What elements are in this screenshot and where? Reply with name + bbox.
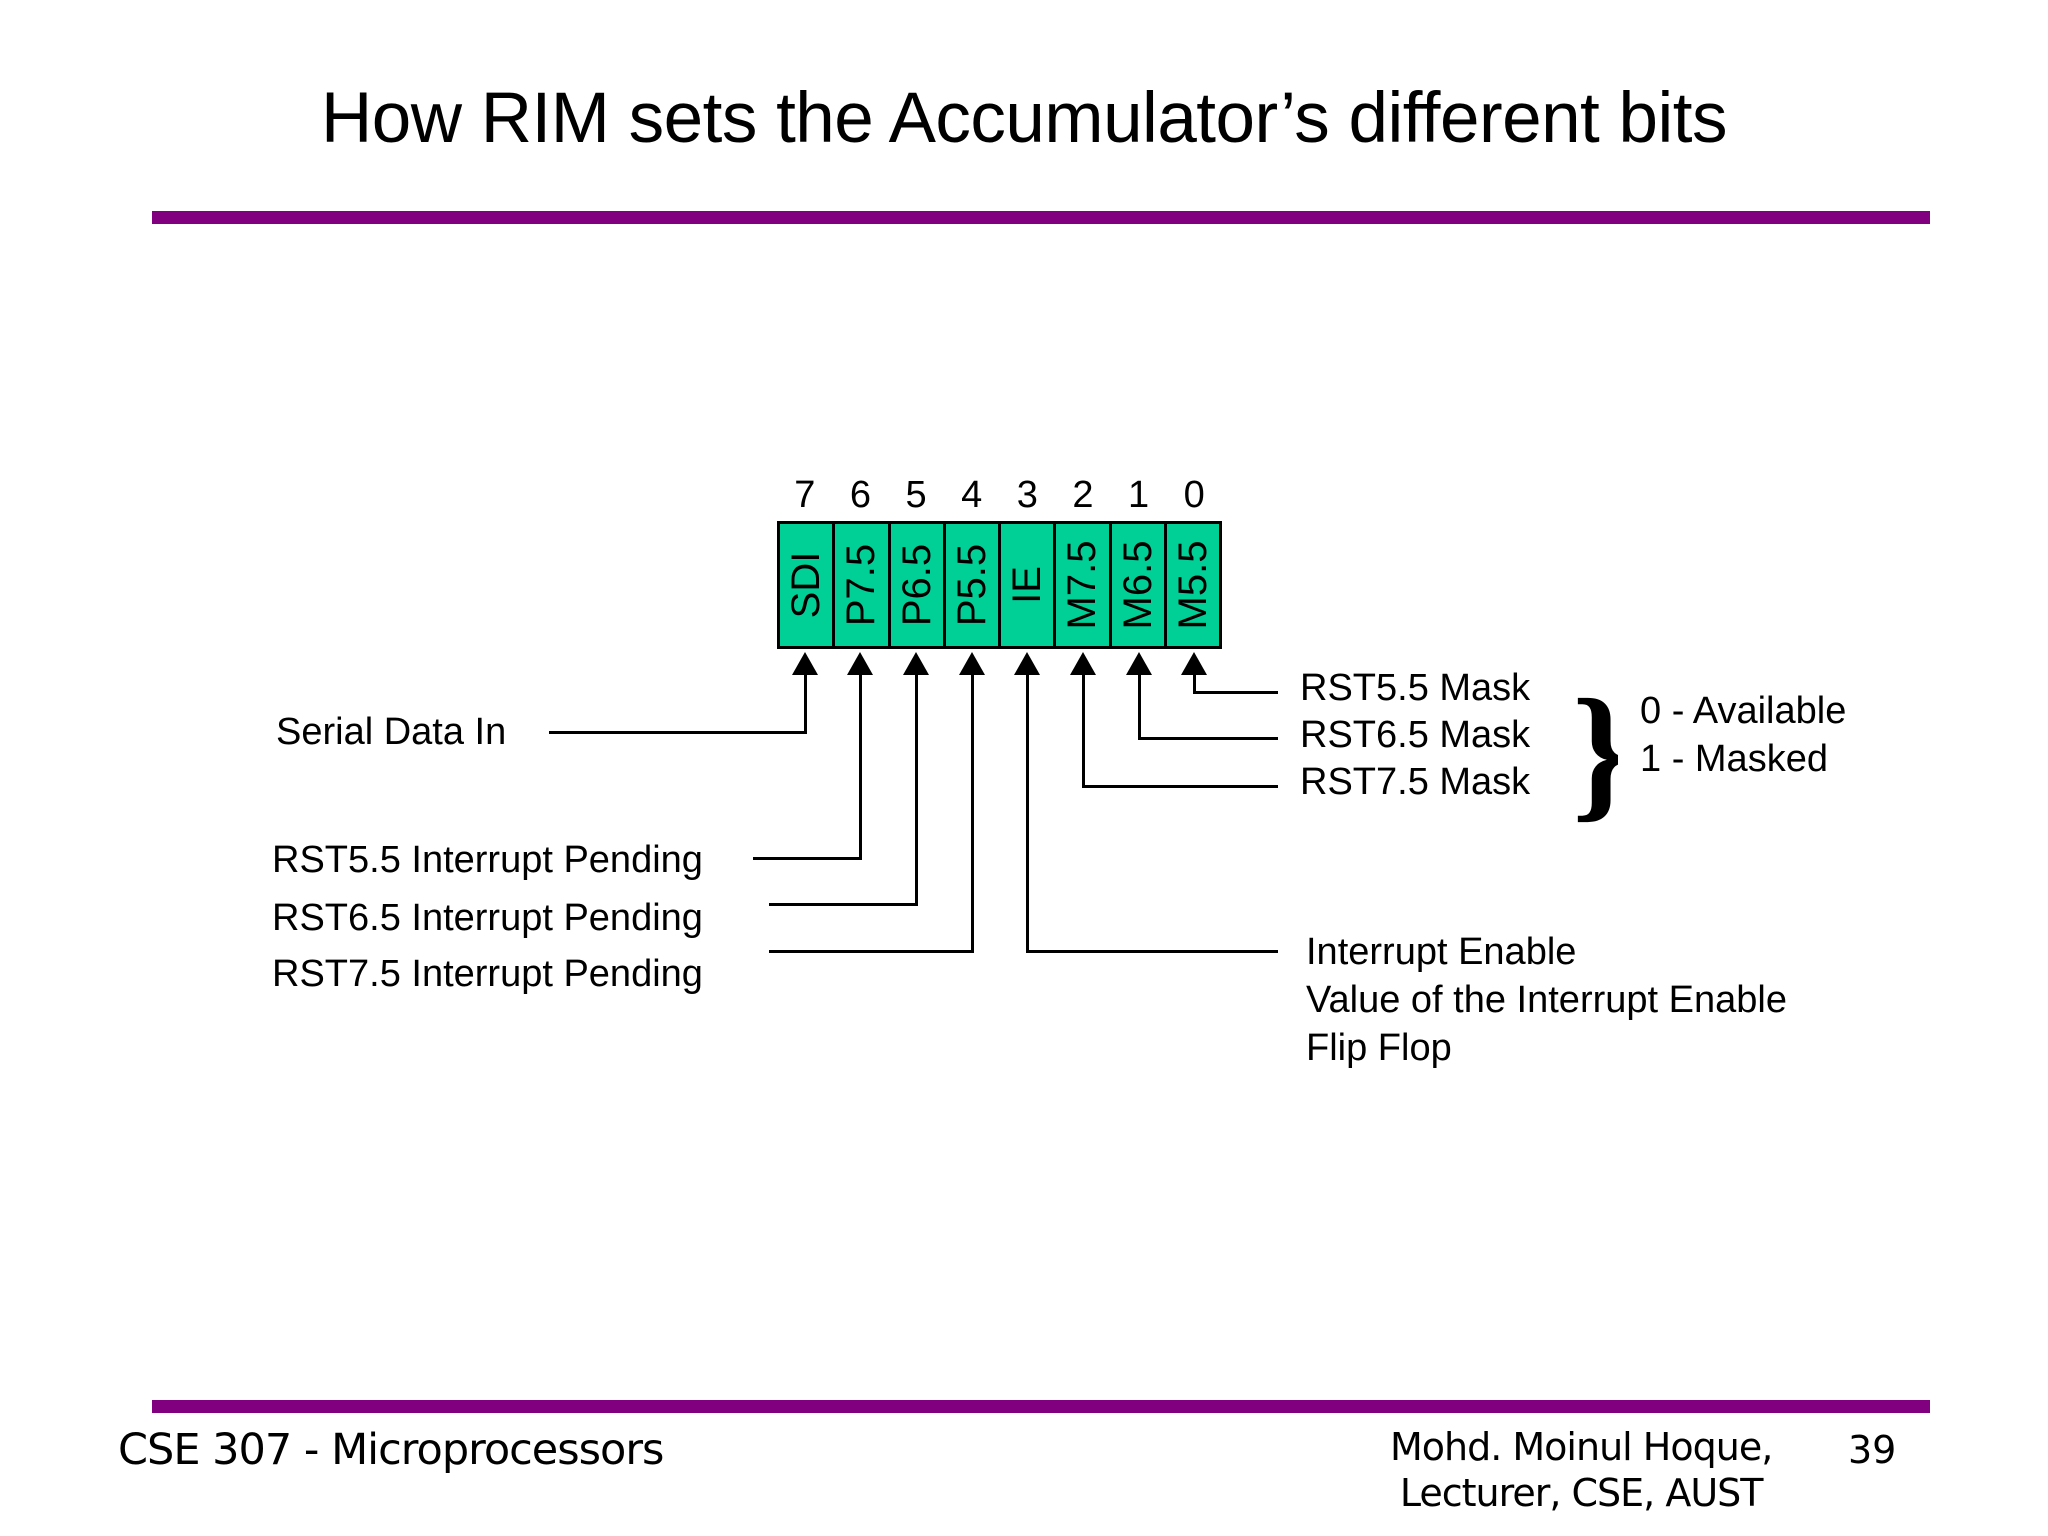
accumulator-register: SDI P7.5 P6.5 P5.5 IE M7.5 M6.5 M5.5 <box>777 521 1222 649</box>
leader-arrow-m55 <box>1181 652 1207 675</box>
bit-number: 7 <box>794 474 816 516</box>
bit-number-row: 7 6 5 4 3 2 1 0 <box>777 474 1222 516</box>
leader-arrow-m75 <box>1070 652 1096 675</box>
bit-number: 2 <box>1072 474 1094 516</box>
leader-vline-m55 <box>1193 672 1196 694</box>
leader-arrow-p65 <box>903 652 929 675</box>
register-cell-sdi: SDI <box>780 524 836 646</box>
register-cell-label: IE <box>1005 566 1050 604</box>
leader-hline-p75 <box>753 857 862 860</box>
leader-vline-p55 <box>971 672 974 953</box>
mask-legend-brace: } <box>1572 676 1618 828</box>
footer-divider-rule <box>152 1400 1930 1413</box>
label-interrupt-enable: Interrupt Enable <box>1306 931 1577 973</box>
leader-hline-m75 <box>1082 785 1278 788</box>
leader-hline-p65 <box>769 903 918 906</box>
footer-course-title: CSE 307 - Microprocessors <box>118 1425 664 1475</box>
label-serial-data-in: Serial Data In <box>276 711 507 753</box>
leader-hline-ie <box>1026 950 1278 953</box>
bit-number: 5 <box>905 474 927 516</box>
leader-vline-p75 <box>859 672 862 860</box>
label-rst75-mask: RST7.5 Mask <box>1300 761 1531 803</box>
leader-arrow-ie <box>1014 652 1040 675</box>
register-cell-label: M6.5 <box>1115 540 1160 630</box>
leader-vline-sdi <box>804 672 807 734</box>
footer-author-name: Mohd. Moinul Hoque, <box>1390 1425 1773 1469</box>
register-cell-label: M5.5 <box>1170 540 1215 630</box>
label-interrupt-enable-value: Value of the Interrupt Enable <box>1306 979 1787 1021</box>
label-rst65-mask: RST6.5 Mask <box>1300 714 1531 756</box>
leader-vline-ie <box>1026 672 1029 953</box>
register-cell-p65: P6.5 <box>890 524 946 646</box>
register-cell-m55: M5.5 <box>1166 524 1219 646</box>
register-cell-p55: P5.5 <box>945 524 1001 646</box>
leader-arrow-p55 <box>959 652 985 675</box>
footer-author-affiliation: Lecturer, CSE, AUST <box>1399 1471 1764 1515</box>
label-rst75-interrupt-pending: RST7.5 Interrupt Pending <box>272 953 703 995</box>
leader-arrow-sdi <box>792 652 818 675</box>
register-cell-label: SDI <box>784 551 829 619</box>
leader-hline-p55 <box>769 950 974 953</box>
leader-vline-p65 <box>915 672 918 906</box>
label-mask-legend-available: 0 - Available <box>1640 690 1847 732</box>
bit-number: 0 <box>1183 474 1205 516</box>
bit-number: 6 <box>849 474 871 516</box>
register-cell-label: P5.5 <box>949 543 994 627</box>
leader-arrow-p75 <box>847 652 873 675</box>
leader-hline-m65 <box>1138 737 1278 740</box>
label-rst65-interrupt-pending: RST6.5 Interrupt Pending <box>272 897 703 939</box>
bit-number: 3 <box>1016 474 1038 516</box>
register-cell-label: P7.5 <box>839 543 884 627</box>
register-cell-p75: P7.5 <box>835 524 891 646</box>
page-title: How RIM sets the Accumulator’s different… <box>321 79 1728 158</box>
footer-page-number: 39 <box>1848 1428 1897 1472</box>
leader-vline-m75 <box>1082 672 1085 788</box>
register-cell-ie: IE <box>1001 524 1057 646</box>
leader-arrow-m65 <box>1126 652 1152 675</box>
label-interrupt-enable-flipflop: Flip Flop <box>1306 1027 1452 1069</box>
label-mask-legend-masked: 1 - Masked <box>1640 738 1828 780</box>
register-cell-label: M7.5 <box>1060 540 1105 630</box>
label-rst55-interrupt-pending: RST5.5 Interrupt Pending <box>272 839 703 881</box>
register-cell-label: P6.5 <box>894 543 939 627</box>
leader-hline-m55 <box>1193 691 1278 694</box>
register-cell-m65: M6.5 <box>1111 524 1167 646</box>
title-divider-rule <box>152 211 1930 224</box>
bit-number: 4 <box>961 474 983 516</box>
label-rst55-mask: RST5.5 Mask <box>1300 667 1531 709</box>
bit-number: 1 <box>1127 474 1150 516</box>
register-cell-m75: M7.5 <box>1056 524 1112 646</box>
footer-author: Mohd. Moinul Hoque, Lecturer, CSE, AUST <box>1390 1424 1773 1516</box>
leader-hline-sdi <box>549 731 807 734</box>
leader-vline-m65 <box>1138 672 1141 740</box>
